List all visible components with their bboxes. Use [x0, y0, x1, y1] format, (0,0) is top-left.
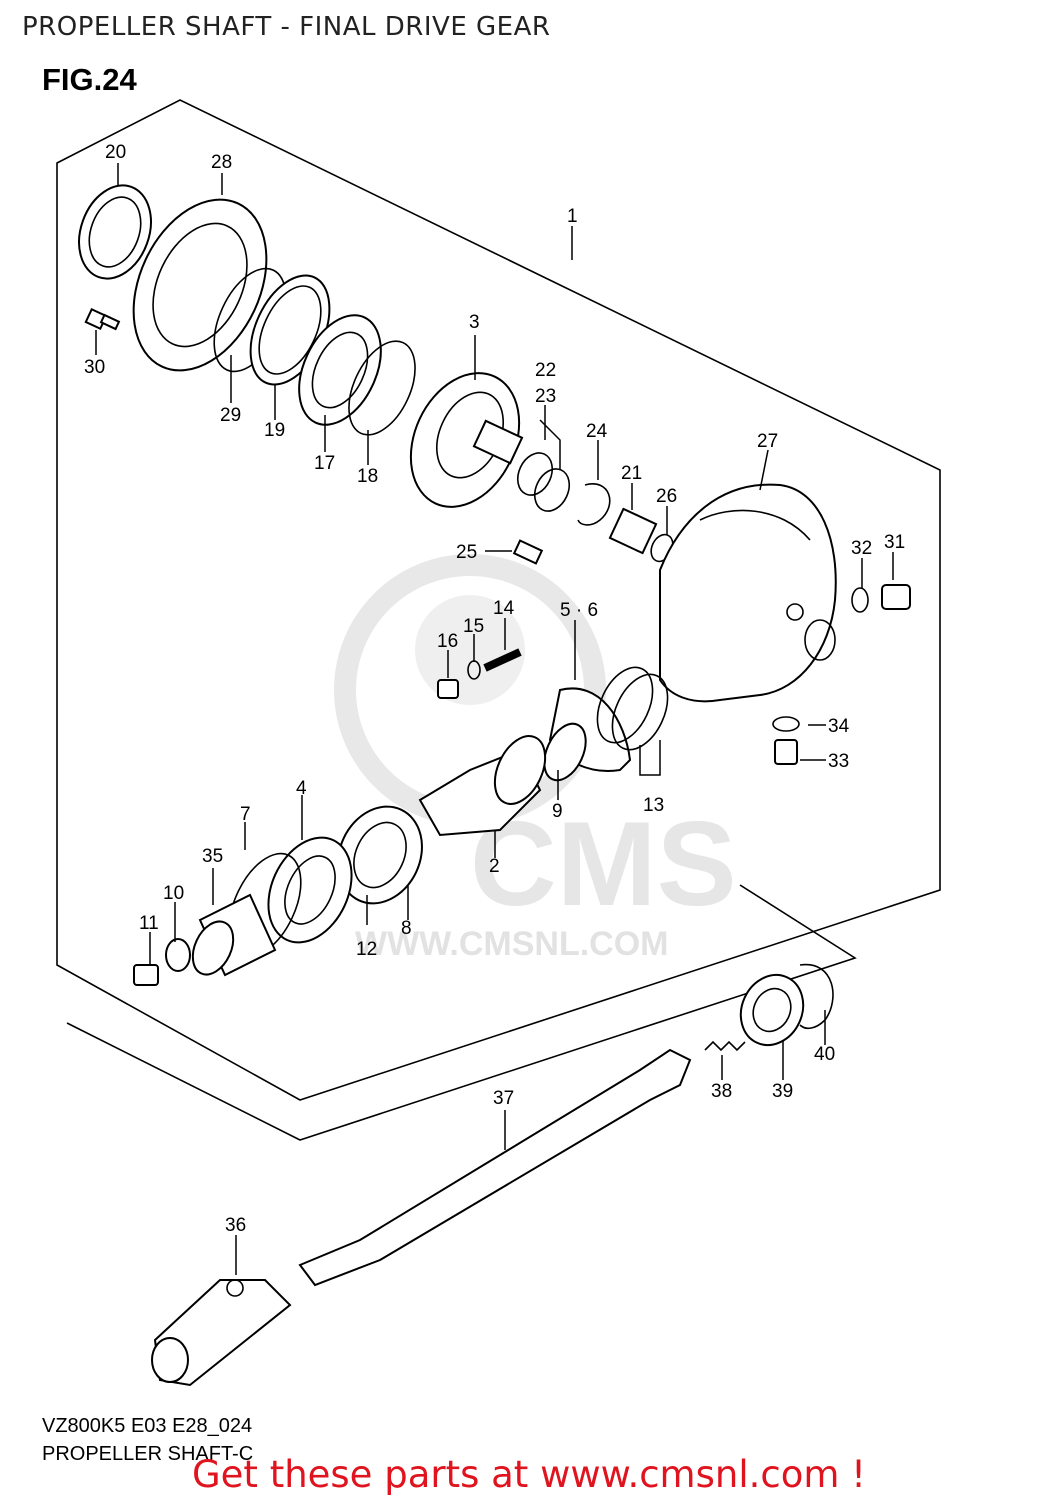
callout-31: 31 [884, 532, 905, 553]
part-ring-18 [348, 340, 416, 436]
part-bolt-33 [774, 739, 798, 765]
page-title: PROPELLER SHAFT - FINAL DRIVE GEAR [22, 12, 551, 42]
callout-3: 3 [469, 312, 480, 333]
assembly-boundary [56, 99, 941, 1101]
part-coupling-35 [191, 893, 277, 977]
part-final-gear-case-27 [659, 483, 837, 703]
callout-7: 7 [240, 804, 251, 825]
part-plug-31 [881, 584, 911, 610]
part-needle-bearing-21 [608, 507, 658, 555]
callout-2: 2 [489, 856, 500, 877]
part-propeller-shaft-37 [298, 1048, 692, 1287]
callout-40: 40 [814, 1044, 835, 1065]
part-oil-seal-20 [78, 184, 152, 280]
part-nut-16 [437, 679, 459, 699]
part-circlip-24 [577, 483, 611, 526]
part-bearing-8 [337, 805, 423, 905]
figure-label: FIG.24 [42, 62, 137, 97]
part-gasket-32 [851, 587, 869, 613]
model-code: VZ800K5 E03 E28_024 [42, 1415, 253, 1437]
part-bolt-25 [512, 539, 544, 565]
watermark-url: WWW.CMSNL.COM [355, 925, 669, 963]
callout-24: 24 [586, 421, 608, 442]
callout-26: 26 [656, 486, 677, 507]
leader-lines [95, 163, 894, 1275]
callout-8: 8 [401, 918, 412, 939]
part-bolt-30 [84, 307, 121, 331]
part-boot-39 [739, 973, 805, 1047]
callout-35: 35 [202, 846, 223, 867]
callout-14: 14 [493, 598, 515, 619]
part-universal-joint-36 [151, 1279, 292, 1387]
callout-28: 28 [211, 152, 232, 173]
callout-18: 18 [357, 466, 378, 487]
callout-27: 27 [757, 431, 778, 452]
part-washer-10 [165, 938, 191, 972]
part-nut-4 [267, 836, 353, 944]
callout-25: 25 [456, 542, 477, 563]
diagram-subtitle: PROPELLER SHAFT-C [42, 1443, 254, 1465]
callout-34: 34 [828, 716, 850, 737]
callout-20: 20 [105, 142, 126, 163]
watermark: CMS WWW.CMSNL.COM [334, 554, 737, 963]
callout-11: 11 [139, 913, 159, 934]
callout-39: 39 [772, 1081, 793, 1102]
callout-29: 29 [220, 405, 241, 426]
part-circlip-40 [799, 963, 834, 1030]
part-cover-28 [132, 198, 268, 372]
part-ring-gear-3 [409, 372, 524, 508]
callout-16: 16 [437, 631, 458, 652]
part-bearing-17 [298, 314, 382, 426]
callout-4: 4 [296, 778, 307, 799]
part-stud-14 [483, 648, 522, 672]
callout-10: 10 [163, 883, 184, 904]
callout-12: 12 [356, 939, 377, 960]
buy-parts-link[interactable]: Get these parts at www.cmsnl.com ! [191, 1453, 866, 1496]
callout-22: 22 [535, 360, 556, 381]
callout-1: 1 [567, 206, 578, 227]
watermark-brand: CMS [470, 797, 737, 931]
callout-15: 15 [463, 616, 484, 637]
callout-19: 19 [264, 420, 285, 441]
part-shim-22-23 [516, 452, 571, 512]
part-nut-11 [133, 964, 159, 986]
callout-5-6: 5 · 6 [560, 600, 598, 621]
part-pinion-gear-2 [418, 735, 547, 837]
part-bearing-9 [543, 722, 587, 782]
part-shim-13 [596, 666, 669, 751]
callout-17: 17 [314, 453, 335, 474]
callout-36: 36 [225, 1215, 246, 1236]
callout-32: 32 [851, 538, 872, 559]
callout-21: 21 [621, 463, 642, 484]
callout-38: 38 [711, 1081, 732, 1102]
callout-13: 13 [643, 795, 664, 816]
callout-9: 9 [552, 801, 563, 822]
callout-33: 33 [828, 751, 849, 772]
part-washer-34 [772, 716, 800, 732]
callout-23: 23 [535, 386, 556, 407]
lower-boundary [66, 884, 857, 1141]
callout-30: 30 [84, 357, 105, 378]
callout-37: 37 [493, 1088, 514, 1109]
callout-labels: 1 2 3 4 5 · 6 7 8 9 10 11 12 13 14 15 16… [84, 142, 905, 1236]
part-spring-38 [704, 1040, 746, 1052]
